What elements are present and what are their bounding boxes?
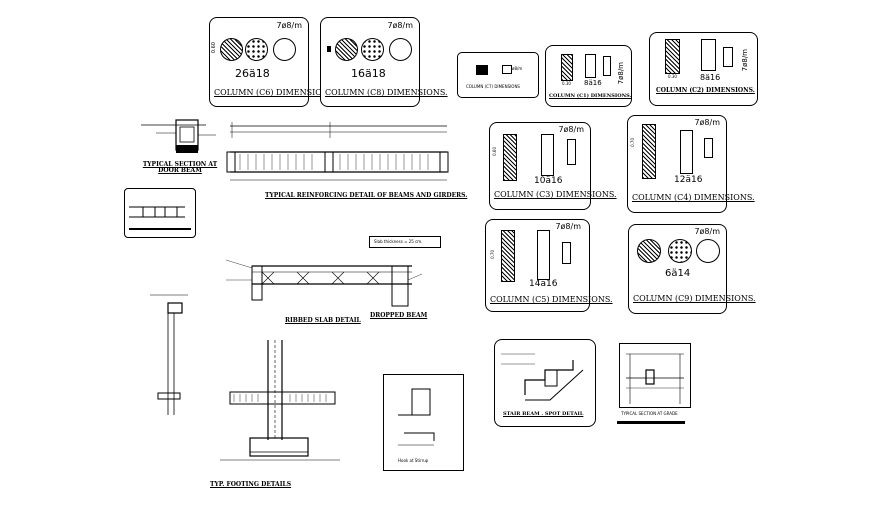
rebar-label: 8ä16 [700, 73, 721, 82]
column-c2-panel: 7ø8/m 8ä16 0.30 COLUMN (C2) DIMENSIONS. [649, 32, 758, 106]
column-section [637, 239, 661, 263]
column-caption: COLUMN (C4) DIMENSIONS. [632, 193, 755, 202]
column-section [561, 54, 573, 81]
column-section [665, 39, 680, 74]
column-section [220, 38, 243, 61]
column-c4-panel: 7ø8/m 0.70 12ä16 COLUMN (C4) DIMENSIONS. [627, 115, 755, 213]
ties-label: 7ø8/m [387, 21, 413, 30]
grade-section-caption: TYPICAL SECTION AT GRADE [621, 411, 678, 416]
column-c5-panel: 7ø8/m 0.70 14ä16 COLUMN (C5) DIMENSIONS. [485, 219, 613, 312]
column-ties-outline [585, 54, 596, 78]
rebar-label: 10ä16 [534, 176, 563, 186]
rebar-label: 6ä14 [665, 268, 691, 279]
column-c3-panel: 7ø8/m 0.60 10ä16 COLUMN (C3) DIMENSIONS. [489, 122, 617, 210]
column-rebar-ring [245, 38, 268, 61]
footing-detail [220, 340, 340, 461]
column-caption: COLUMN (C1) DIMENSIONS. [549, 93, 632, 99]
column-section [503, 134, 517, 181]
column-rebar-ring [668, 239, 692, 263]
beam-reinforcing-detail [226, 122, 449, 181]
column-c9-panel: 7ø8/m 6ä14 COLUMN (C9) DIMENSIONS. [628, 224, 756, 314]
column-ties-ring [273, 38, 296, 61]
column-rebar-ring [361, 38, 384, 61]
column-stirrup [723, 47, 733, 67]
slab-note: Slab thickness = 25 cm. [374, 239, 423, 244]
rebar-label: 26ä18 [235, 67, 270, 80]
hook-caption: Hook at Stirrup [398, 458, 429, 463]
ties-label: 7ø8/m [276, 21, 302, 30]
dim-label: 0.70 [490, 250, 495, 259]
ties-label: 7ø8/m [558, 125, 584, 134]
dim-label: 0.60 [211, 42, 217, 54]
slab-note-box: Slab thickness = 25 cm. [369, 236, 441, 248]
column-section [335, 38, 358, 61]
column-c1-panel: 7ø8/m 8ä16 0.30 COLUMN (C1) DIMENSIONS. [545, 45, 632, 107]
column-stirrup [704, 138, 713, 158]
column-c6-panel: 7ø8/m 0.60 26ä18 COLUMN (C6) DIMENSIONS. [209, 17, 337, 107]
stair-detail-box: STAIR BEAM . SPOT DETAIL [494, 339, 596, 427]
dim-label: 0.30 [668, 74, 677, 79]
column-caption: COLUMN (C7) DIMENSIONS [466, 84, 520, 89]
ties-label: 7ø8/m [694, 118, 720, 127]
ties-label: ø8/m [512, 66, 523, 71]
rebar-label: 16ä18 [351, 67, 386, 80]
column-ties-outline [541, 134, 554, 176]
dim-label: 0.60 [492, 147, 497, 156]
column-caption: COLUMN (C2) DIMENSIONS. [656, 87, 755, 94]
rebar-label: 8ä16 [584, 79, 602, 87]
column-ties-outline [701, 39, 716, 71]
dim-label: 0.30 [562, 81, 571, 86]
ties-label: 7ø8/m [741, 49, 749, 72]
beams-caption: TYPICAL REINFORCING DETAIL OF BEAMS AND … [265, 192, 468, 199]
dropped-beam-caption: DROPPED BEAM [370, 312, 428, 319]
column-caption: COLUMN (C9) DIMENSIONS. [633, 294, 756, 303]
column-ties-outline [680, 130, 693, 174]
column-stirrup [603, 56, 611, 76]
door-beam-caption: TYPICAL SECTION AT DOOR BEAM [142, 161, 218, 174]
column-stirrup [562, 242, 571, 264]
ribbed-slab-caption: RIBBED SLAB DETAIL [285, 317, 361, 324]
ties-label: 7ø8/m [694, 227, 720, 236]
column-section [501, 230, 515, 282]
ribbed-slab-drawing [225, 259, 423, 307]
column-c8-panel: 7ø8/m 16ä18 COLUMN (C8) DIMENSIONS. [320, 17, 448, 107]
wall-section [150, 294, 188, 415]
column-ties-outline [502, 65, 512, 74]
ties-label: 7ø8/m [617, 62, 625, 85]
lintel-detail-box [124, 188, 196, 238]
column-section [476, 65, 488, 75]
column-caption: COLUMN (C5) DIMENSIONS. [490, 295, 613, 304]
door-beam-section [141, 119, 216, 153]
column-ties-ring [696, 239, 720, 263]
rebar-label: 14ä16 [529, 279, 558, 289]
rebar-label: 12ä16 [674, 175, 703, 185]
column-caption: COLUMN (C8) DIMENSIONS. [325, 88, 448, 97]
grade-section-underline [617, 421, 685, 424]
column-ties-outline [537, 230, 550, 280]
column-ties-ring [389, 38, 412, 61]
column-caption: COLUMN (C3) DIMENSIONS. [494, 190, 617, 199]
stair-caption: STAIR BEAM . SPOT DETAIL [503, 411, 584, 417]
column-stirrup [567, 139, 576, 165]
dim-marker [327, 46, 331, 52]
hook-detail-box: Hook at Stirrup [383, 374, 464, 471]
column-caption: COLUMN (C6) DIMENSIONS. [214, 88, 337, 97]
footing-caption: TYP. FOOTING DETAILS [210, 481, 292, 488]
ties-label: 7ø8/m [555, 222, 581, 231]
column-section [642, 124, 656, 179]
grade-section-box [619, 343, 691, 408]
column-c7-panel: ø8/m COLUMN (C7) DIMENSIONS [457, 52, 539, 98]
dim-label: 0.70 [630, 138, 635, 147]
